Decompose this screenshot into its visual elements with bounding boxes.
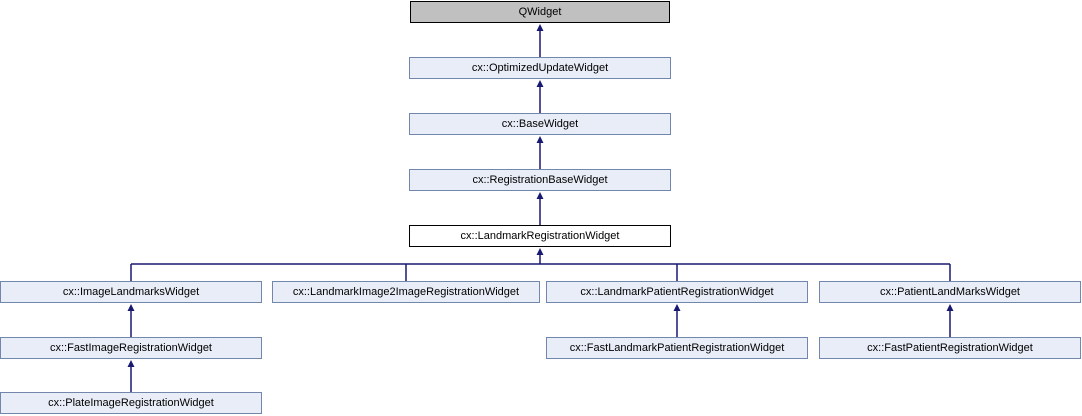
class-node-label: cx::OptimizedUpdateWidget — [471, 62, 609, 74]
edge-arrowhead-icon — [536, 192, 544, 199]
class-node-label: cx::LandmarkImage2ImageRegistrationWidge… — [292, 286, 520, 298]
class-node-base[interactable]: cx::BaseWidget — [409, 113, 671, 135]
edge-arrowhead-icon — [536, 24, 544, 31]
class-node-qwidget[interactable]: QWidget — [410, 1, 670, 23]
class-node-label: cx::RegistrationBaseWidget — [472, 174, 608, 186]
edge-arrowhead-icon — [127, 304, 135, 311]
class-node-patientlm[interactable]: cx::PatientLandMarksWidget — [819, 281, 1081, 303]
class-node-label: cx::FastImageRegistrationWidget — [49, 342, 212, 354]
class-node-label: cx::ImageLandmarksWidget — [62, 286, 200, 298]
class-node-label: cx::BaseWidget — [501, 118, 579, 130]
class-node-label: cx::LandmarkRegistrationWidget — [460, 230, 620, 242]
class-node-label: cx::PlateImageRegistrationWidget — [48, 397, 214, 409]
class-node-label: QWidget — [518, 6, 562, 18]
class-node-label: cx::FastPatientRegistrationWidget — [867, 342, 1033, 354]
class-node-optimized[interactable]: cx::OptimizedUpdateWidget — [409, 57, 671, 79]
class-node-landmarkreg: cx::LandmarkRegistrationWidget — [409, 225, 671, 247]
edge-arrowhead-icon — [536, 136, 544, 143]
edge-arrowhead-icon — [536, 248, 544, 255]
class-node-lm2img[interactable]: cx::LandmarkImage2ImageRegistrationWidge… — [272, 281, 540, 303]
class-node-regbase[interactable]: cx::RegistrationBaseWidget — [409, 169, 671, 191]
class-node-label: cx::FastLandmarkPatientRegistrationWidge… — [569, 342, 785, 354]
edge-arrowhead-icon — [673, 304, 681, 311]
class-node-plateimage[interactable]: cx::PlateImageRegistrationWidget — [0, 392, 262, 414]
class-node-fastpatient[interactable]: cx::FastPatientRegistrationWidget — [819, 337, 1081, 359]
class-node-fastimage[interactable]: cx::FastImageRegistrationWidget — [0, 337, 262, 359]
class-node-imagelandmarks[interactable]: cx::ImageLandmarksWidget — [0, 281, 262, 303]
edge-arrowhead-icon — [127, 360, 135, 367]
class-node-lmpatient[interactable]: cx::LandmarkPatientRegistrationWidget — [546, 281, 808, 303]
class-node-fastlmpatient[interactable]: cx::FastLandmarkPatientRegistrationWidge… — [546, 337, 808, 359]
edge-arrowhead-icon — [536, 80, 544, 87]
class-node-label: cx::LandmarkPatientRegistrationWidget — [580, 286, 774, 298]
edge-arrowhead-icon — [946, 304, 954, 311]
class-node-label: cx::PatientLandMarksWidget — [879, 286, 1020, 298]
